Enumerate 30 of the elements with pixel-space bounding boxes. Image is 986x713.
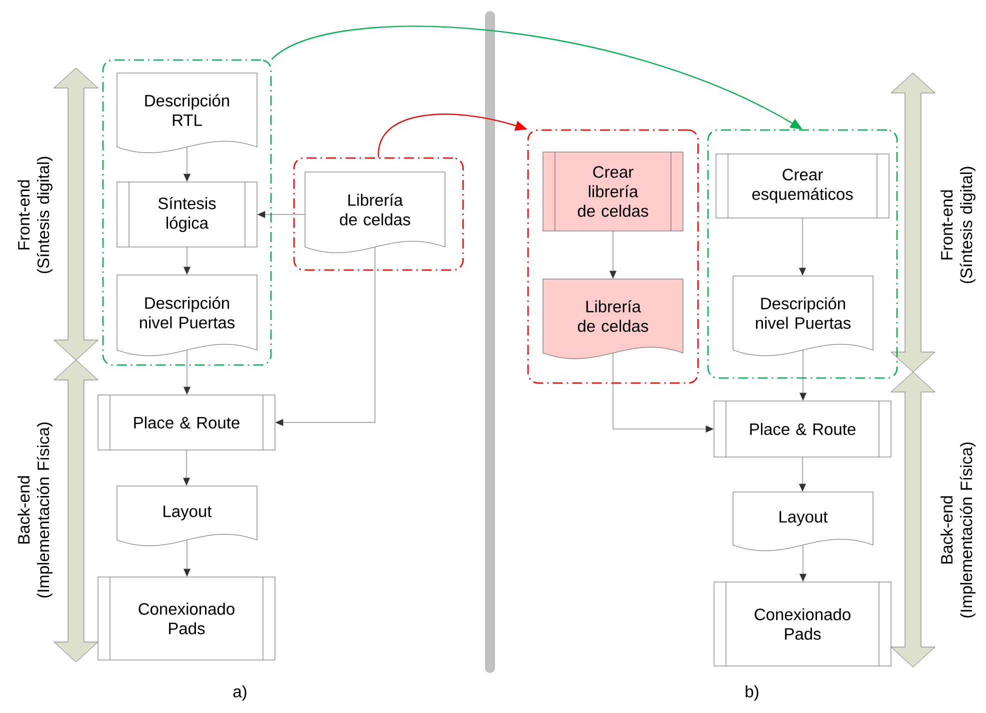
process-box: Place & Route <box>714 400 892 458</box>
arrow <box>184 350 190 394</box>
side-label: Back-end (Implementación Física) <box>18 422 52 598</box>
arrow <box>258 211 305 218</box>
side-label: Back-end (Implementación Física) <box>940 442 976 618</box>
arrow <box>184 540 190 576</box>
process-box: Place & Route <box>98 394 276 450</box>
process-box: Crear esquemáticos <box>716 154 890 218</box>
arrow <box>184 247 190 274</box>
arrow <box>799 457 806 492</box>
arrow <box>800 545 806 582</box>
process-box: Conexionado Pads <box>98 576 276 660</box>
group-frame <box>293 157 464 271</box>
process-box: Conexionado Pads <box>714 582 892 666</box>
panel-label: b) <box>746 685 758 701</box>
arrow <box>610 231 616 278</box>
side-label: Front-end (Síntesis digital) <box>18 156 52 274</box>
arrow <box>276 247 376 426</box>
group-frame <box>527 129 699 384</box>
arrow <box>800 350 806 400</box>
arrow <box>799 218 806 276</box>
arrow <box>184 147 190 182</box>
arrow <box>183 450 190 486</box>
process-box: Crear librería de celdas <box>542 152 684 232</box>
group-frame <box>102 59 272 366</box>
arrow <box>612 353 714 432</box>
panel-label: a) <box>233 685 246 701</box>
group-frame <box>707 129 898 379</box>
side-label: Front-end (Síntesis digital) <box>940 166 976 284</box>
process-box: Síntesis lógica <box>116 182 258 248</box>
